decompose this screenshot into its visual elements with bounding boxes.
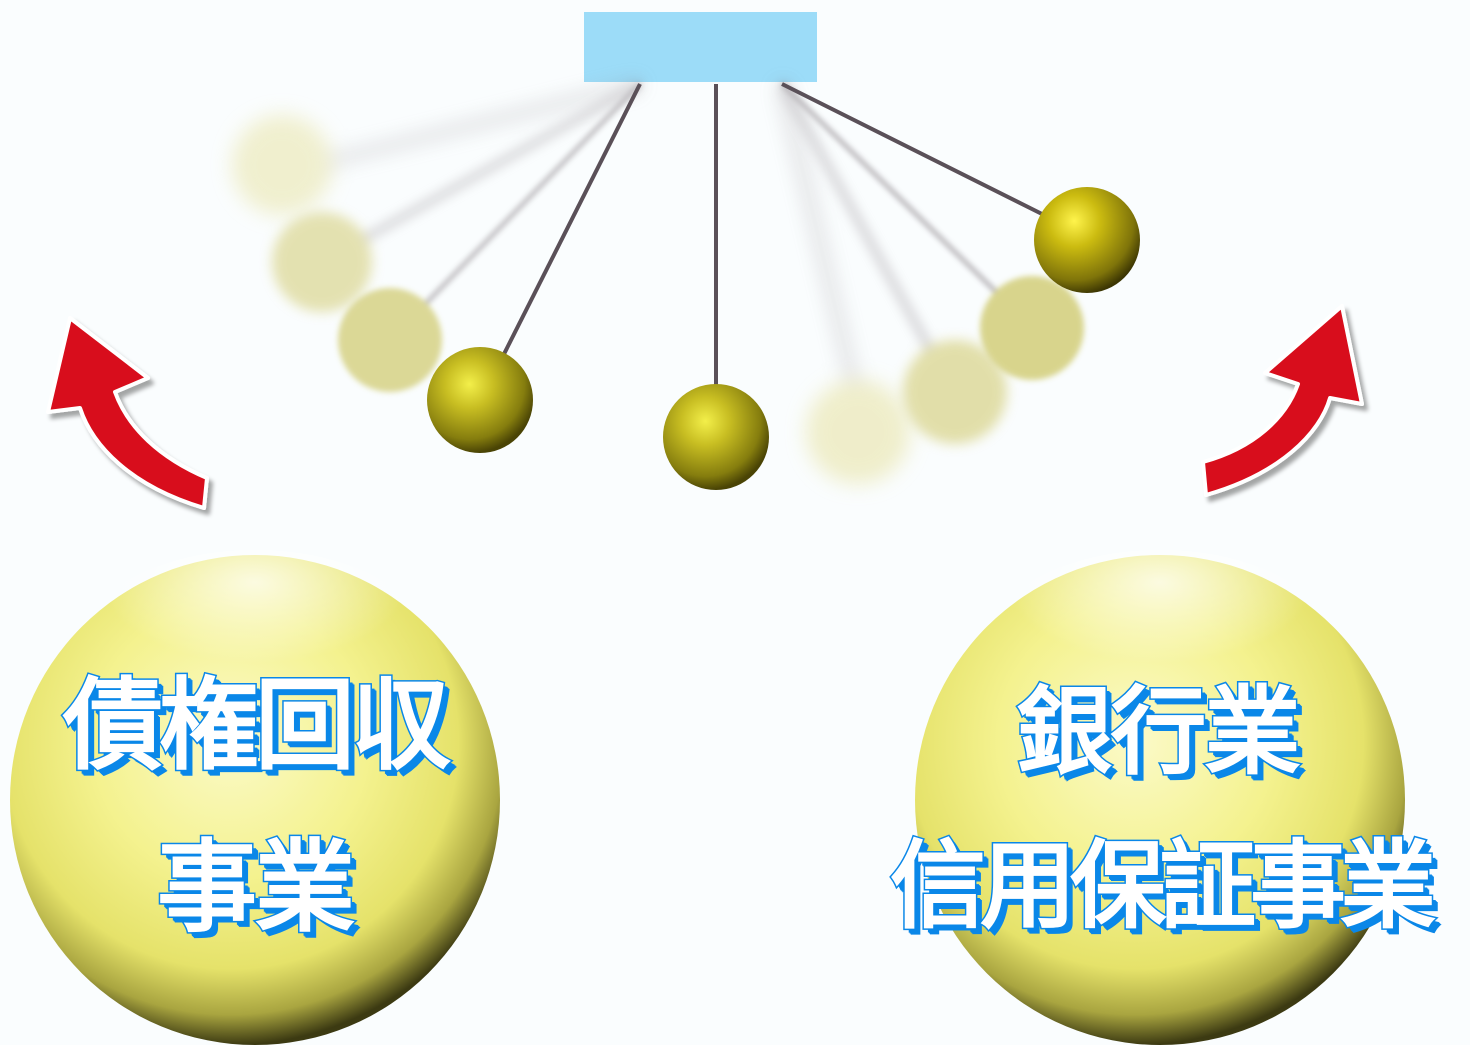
- motion-blur-right: [779, 82, 1084, 484]
- curved-arrow-right-icon: [1201, 304, 1364, 497]
- left-sphere-label-line2: 事業: [156, 829, 357, 946]
- right-sphere-label-line1: 銀行業: [1015, 676, 1302, 788]
- pendulum-string-left: [498, 83, 642, 363]
- pendulum-bob-center: [663, 384, 769, 490]
- pendulum-bob-left: [427, 347, 533, 453]
- sphere-left: [10, 550, 500, 1045]
- left-sphere-label-line1: 債権回収: [62, 667, 453, 784]
- pendulum-bob-right: [1034, 187, 1140, 293]
- curved-arrow-left-icon: [46, 316, 209, 510]
- sphere-right: [915, 550, 1405, 1045]
- pendulum-mount: [584, 12, 817, 82]
- right-sphere-label-line2: 信用保証事業: [889, 830, 1438, 942]
- pendulum-string-right: [781, 82, 1051, 220]
- motion-blur-left: [232, 81, 642, 392]
